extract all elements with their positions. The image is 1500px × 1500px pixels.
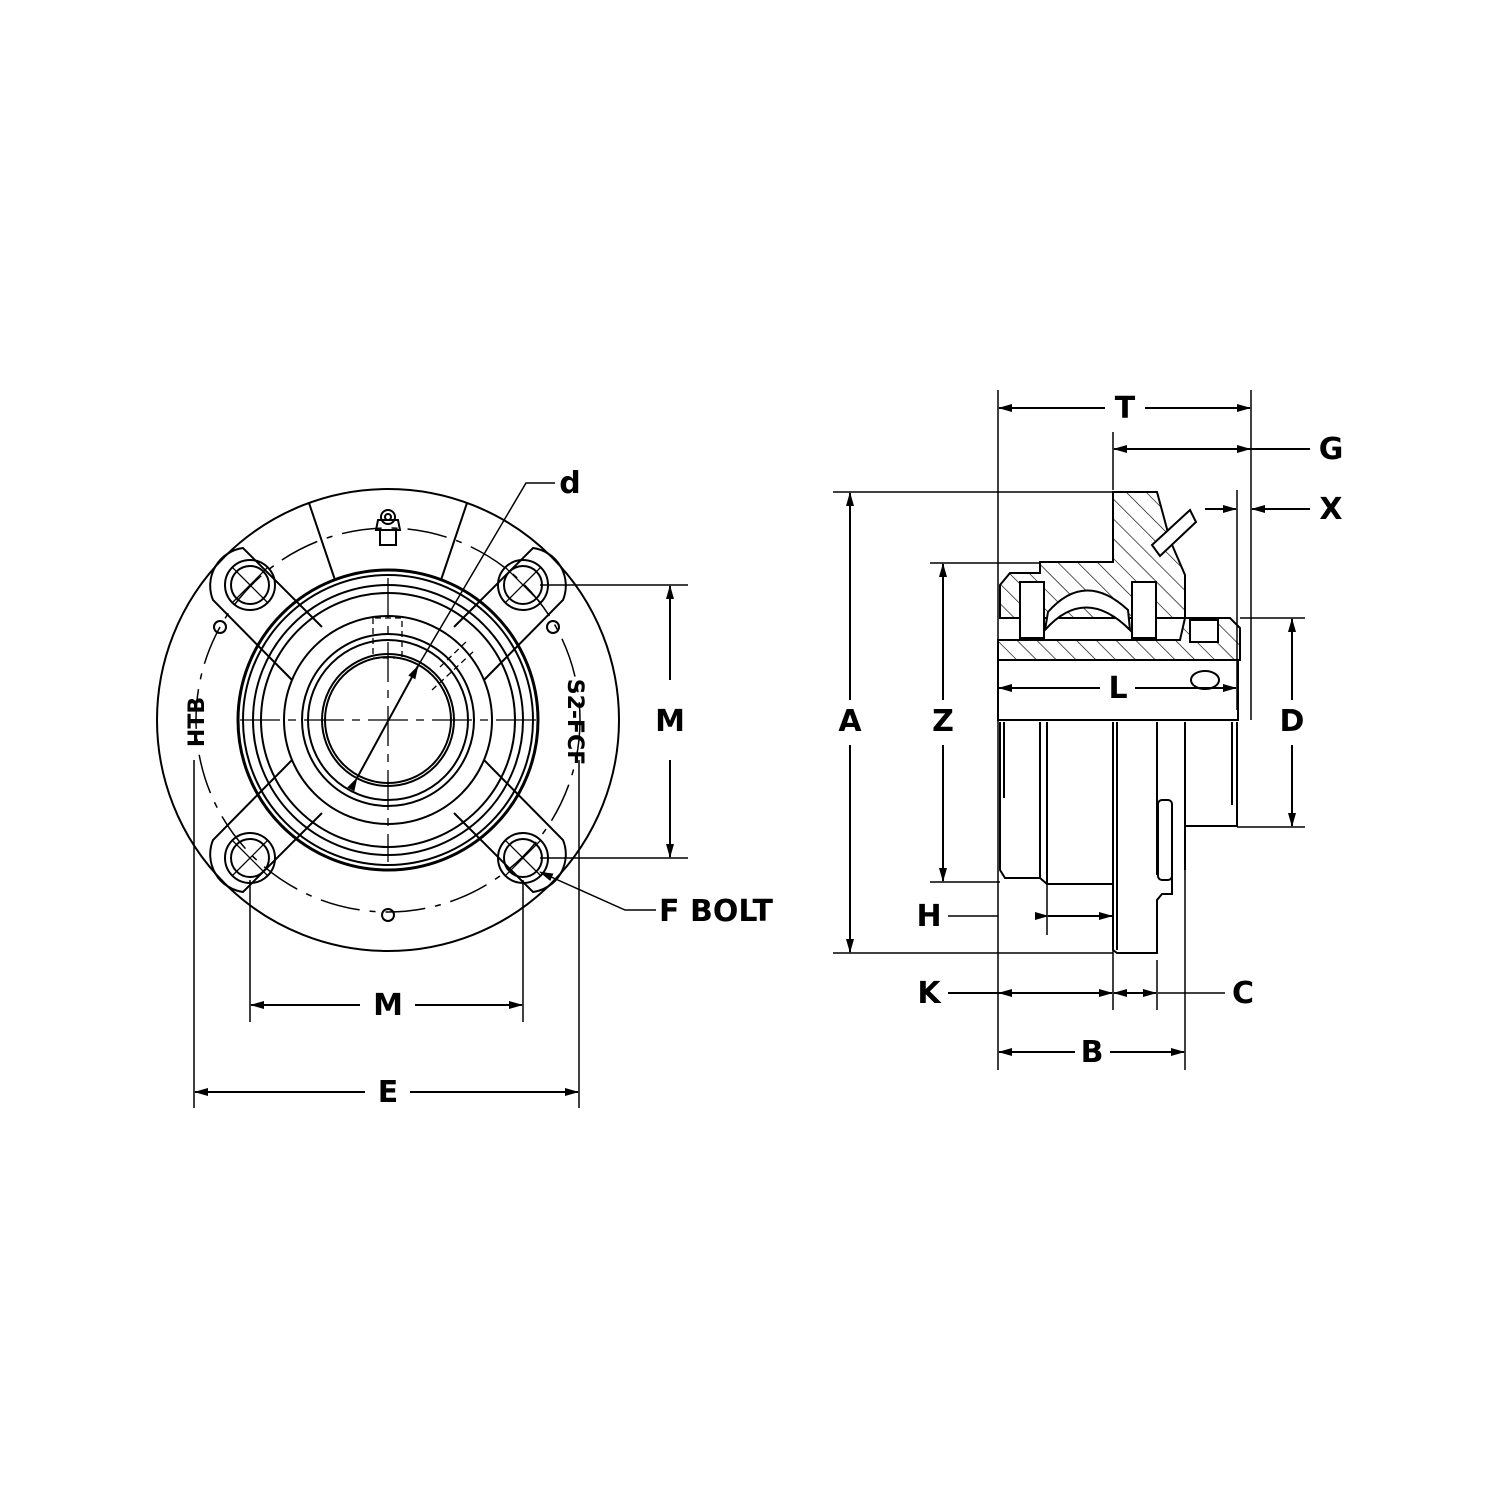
bolt-spacing-vertical-label: M bbox=[652, 707, 688, 737]
dim-label-h: H bbox=[913, 902, 945, 932]
cast-text-left: HTB bbox=[185, 696, 210, 748]
bolt-label: F BOLT bbox=[656, 897, 776, 927]
side-view bbox=[833, 390, 1310, 1070]
overall-width-label: E bbox=[374, 1078, 402, 1108]
dim-label-k: K bbox=[914, 979, 944, 1009]
bolt-holes bbox=[224, 559, 549, 884]
dim-label-l: L bbox=[1105, 674, 1131, 704]
bolt-spacing-horizontal-label: M bbox=[370, 991, 406, 1021]
grease-fitting-icon bbox=[374, 509, 402, 546]
bolt-lugs bbox=[209, 546, 567, 894]
dim-label-z: Z bbox=[929, 707, 957, 737]
bolt-circle bbox=[195, 527, 581, 913]
dim-label-b: B bbox=[1077, 1038, 1107, 1068]
dim-label-d: D bbox=[1276, 707, 1308, 737]
dim-label-t: T bbox=[1111, 394, 1139, 424]
front-view bbox=[156, 482, 688, 1108]
dim-label-a: A bbox=[835, 707, 865, 737]
flange-outline bbox=[156, 488, 620, 952]
cast-text-right: S2-FCF bbox=[562, 678, 587, 766]
bore-diameter-label: d bbox=[556, 469, 584, 499]
dim-label-x: X bbox=[1316, 495, 1346, 525]
dim-label-c: C bbox=[1228, 979, 1258, 1009]
dim-label-g: G bbox=[1315, 435, 1347, 465]
